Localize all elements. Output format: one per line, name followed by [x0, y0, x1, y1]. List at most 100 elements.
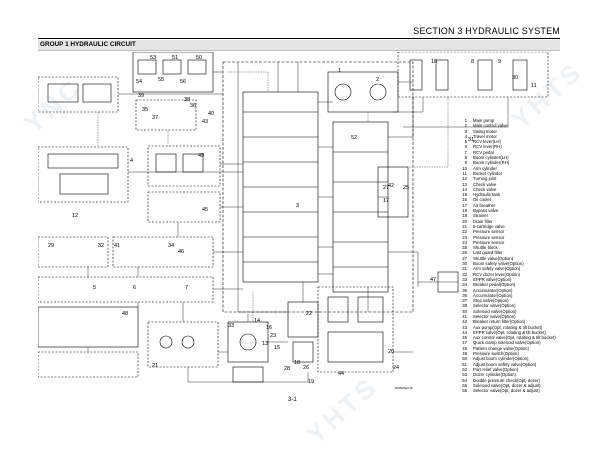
legend-label: Pressure sensor — [473, 229, 505, 235]
legend-number: 44 — [462, 329, 467, 335]
legend-label: EPPR valve(Opt, rotating & tilt bucket) — [473, 329, 546, 335]
legend-label: Last guard filter — [473, 250, 503, 256]
legend-label: Boom cylinder(LH) — [473, 155, 509, 161]
legend-row: 51 Adjust boom safety valve(Option) — [453, 362, 556, 367]
legend-number: 3 — [464, 128, 467, 134]
legend-row: 42 Breaker return filter(Option) — [453, 319, 556, 324]
callout-39: 39 — [138, 93, 144, 99]
callout-26: 26 — [303, 365, 309, 371]
callout-35: 35 — [142, 107, 148, 113]
legend-label: Bypass valve — [473, 208, 499, 214]
legend-label: Arm cylinder — [473, 165, 497, 171]
legend-label: Air breather — [473, 202, 496, 208]
legend-label: Main pump — [473, 118, 495, 123]
legend-number: 34 — [462, 282, 467, 288]
callout-4: 4 — [130, 158, 133, 164]
legend-number: 25 — [462, 245, 467, 251]
group-bar: GROUP 1 HYDRAULIC CIRCUIT — [38, 40, 560, 51]
section-title: SECTION 3 HYDRAULIC SYSTEM — [413, 26, 560, 36]
legend-row: 44 EPPR valve(Opt, rotating & tilt bucket… — [453, 330, 556, 335]
legend-number: 56 — [462, 388, 467, 394]
legend-number: 50 — [462, 356, 467, 362]
legend-number: 36 — [462, 292, 467, 298]
legend-label: Drain filter — [473, 218, 493, 224]
legend-number: 4 — [464, 133, 467, 139]
callout-18: 18 — [294, 360, 300, 366]
legend-row: 19 Strainer — [453, 213, 556, 218]
callout-24: 24 — [393, 365, 399, 371]
legend-label: RCV lever(LH) — [473, 139, 501, 145]
legend-label: Quick clamp solenoid valve(Option) — [473, 340, 541, 346]
legend-number: 48 — [462, 345, 467, 351]
callout-33: 33 — [228, 323, 234, 329]
legend-number: 41 — [462, 313, 467, 319]
callout-30: 30 — [512, 75, 518, 81]
legend-label: Turning joint — [473, 176, 497, 182]
callout-32: 32 — [98, 243, 104, 249]
callout-49: 49 — [198, 153, 204, 159]
legend-row: 8 Boom cylinder(LH) — [453, 155, 556, 160]
legend-label: Solenoid valve(Opt, dozer & adjust) — [473, 382, 541, 388]
legend-number: 9 — [464, 160, 467, 166]
legend-label: Main control valve — [473, 123, 508, 129]
legend-number: 20 — [462, 218, 467, 224]
legend-label: Pressure sensor — [473, 239, 505, 245]
legend-label: Port relief valve(Option) — [473, 366, 519, 372]
callout-11: 11 — [531, 83, 537, 89]
callout-51: 51 — [172, 55, 178, 61]
callout-8: 8 — [471, 59, 474, 65]
legend-row: 15 Hydraulic tank — [453, 192, 556, 197]
legend-number: 8 — [464, 155, 467, 161]
legend-number: 33 — [462, 276, 467, 282]
legend-number: 18 — [462, 208, 467, 214]
legend-label: Arm safety valve(Option) — [473, 266, 521, 272]
callout-43: 43 — [202, 119, 208, 125]
legend-label: Solenoid valve(Option) — [473, 308, 517, 314]
legend-label: EPPR valve(Option) — [473, 276, 512, 282]
legend-row: 25 Shuttle block — [453, 245, 556, 250]
legend-number: 42 — [462, 319, 467, 325]
legend-number: 31 — [462, 266, 467, 272]
legend-label: Pressure switch(Option) — [473, 351, 519, 357]
legend-label: Breaker return filter(Option) — [473, 319, 526, 325]
callout-3: 3 — [296, 203, 299, 209]
legend-label: Strainer — [473, 213, 489, 219]
legend-label: Breaker pedal(Option) — [473, 282, 516, 288]
legend-number: 19 — [462, 213, 467, 219]
legend-number: 5 — [464, 139, 467, 145]
callout-13: 13 — [262, 341, 268, 347]
callout-28: 28 — [284, 366, 290, 372]
legend-label: Shuttle block — [473, 245, 498, 251]
legend-number: 15 — [462, 192, 467, 198]
legend-number: 51 — [462, 361, 467, 367]
callout-2: 2 — [376, 77, 379, 83]
legend-label: Hydraulic tank — [473, 192, 501, 198]
legend-number: 27 — [462, 255, 467, 261]
legend-label: Double pressure check(Opt, dozer) — [473, 377, 540, 383]
callout-29: 29 — [48, 243, 54, 249]
legend-label: Adjust boom safety valve(Option) — [473, 361, 537, 367]
callout-19: 19 — [308, 379, 314, 385]
legend-number: 37 — [462, 298, 467, 304]
legend-label: Boom safety valve(Option) — [473, 261, 524, 267]
legend-number: 53 — [462, 372, 467, 378]
legend-number: 10 — [462, 165, 467, 171]
callout-14: 14 — [254, 318, 260, 324]
